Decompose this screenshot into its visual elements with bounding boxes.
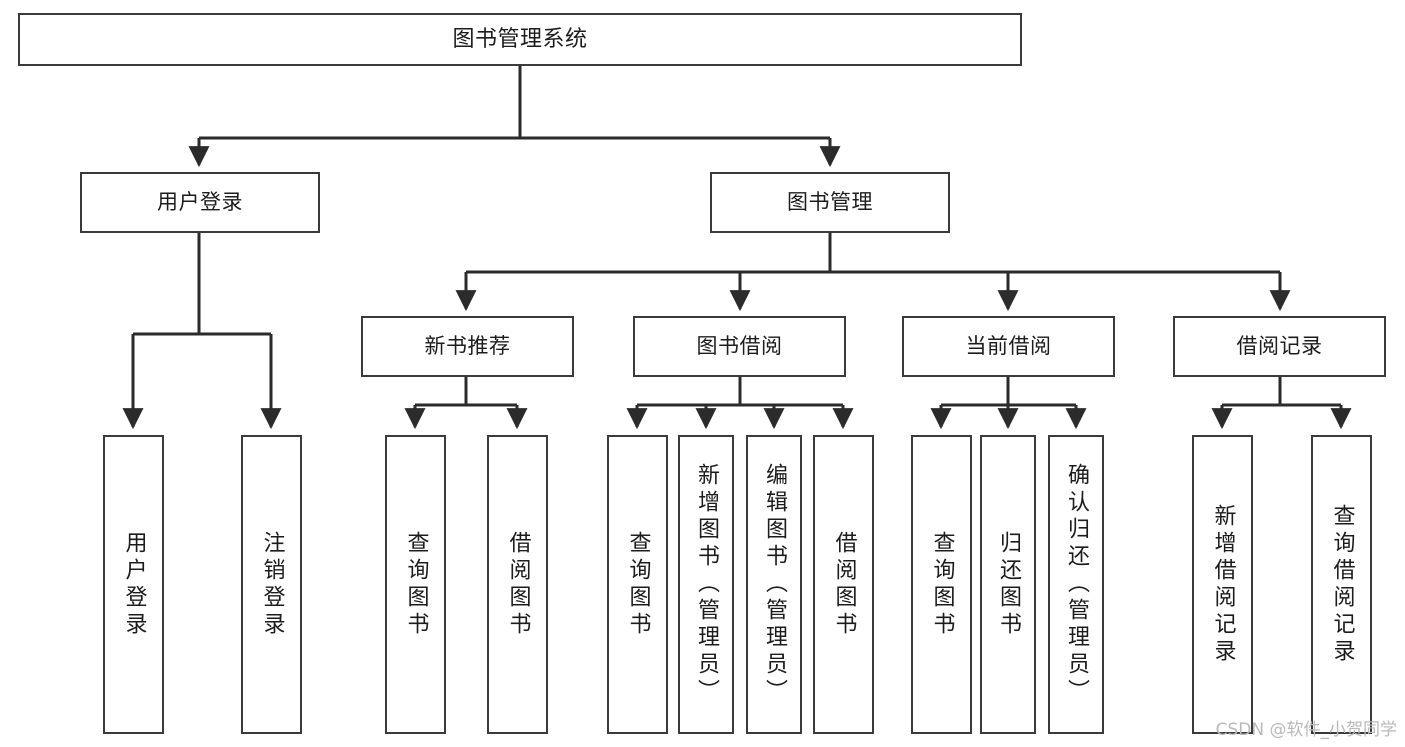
node-new-book-recommend[interactable]: 新书推荐 — [361, 316, 574, 377]
node-current-borrow[interactable]: 当前借阅 — [902, 316, 1115, 377]
node-leaf-user-login-label: 用户登录 — [121, 530, 147, 639]
node-leaf-query-record[interactable]: 查询借阅记录 — [1311, 435, 1372, 734]
node-leaf-return-book[interactable]: 归还图书 — [980, 435, 1036, 734]
node-leaf-borrow-book-1-label: 借阅图书 — [505, 530, 531, 639]
node-leaf-user-logout[interactable]: 注销登录 — [241, 435, 302, 734]
node-user-login[interactable]: 用户登录 — [80, 172, 320, 233]
node-leaf-borrow-book-1[interactable]: 借阅图书 — [487, 435, 548, 734]
node-leaf-add-book[interactable]: 新增图书（管理员） — [678, 435, 734, 734]
node-leaf-user-login[interactable]: 用户登录 — [103, 435, 164, 734]
node-current-borrow-label: 当前借阅 — [965, 334, 1052, 359]
node-leaf-query-book-2[interactable]: 查询图书 — [607, 435, 668, 734]
node-leaf-query-record-label: 查询借阅记录 — [1329, 503, 1355, 666]
node-leaf-query-book-2-label: 查询图书 — [625, 530, 651, 639]
node-leaf-add-record[interactable]: 新增借阅记录 — [1192, 435, 1253, 734]
node-leaf-query-book-1[interactable]: 查询图书 — [385, 435, 446, 734]
node-leaf-borrow-book-2[interactable]: 借阅图书 — [813, 435, 874, 734]
csdn-watermark: CSDN @软件_小贺同学 — [1215, 720, 1397, 740]
node-leaf-user-logout-label: 注销登录 — [259, 530, 285, 639]
node-leaf-query-book-3-label: 查询图书 — [929, 530, 955, 639]
node-leaf-query-book-1-label: 查询图书 — [403, 530, 429, 639]
node-book-borrow-label: 图书借阅 — [696, 334, 783, 359]
node-leaf-add-record-label: 新增借阅记录 — [1210, 503, 1236, 666]
node-leaf-query-book-3[interactable]: 查询图书 — [911, 435, 972, 734]
node-root[interactable]: 图书管理系统 — [18, 13, 1022, 66]
node-user-login-label: 用户登录 — [157, 190, 243, 215]
node-leaf-edit-book[interactable]: 编辑图书（管理员） — [746, 435, 802, 734]
node-leaf-confirm-return[interactable]: 确认归还（管理员） — [1048, 435, 1104, 734]
node-new-book-recommend-label: 新书推荐 — [424, 334, 511, 359]
node-leaf-borrow-book-2-label: 借阅图书 — [831, 530, 857, 639]
node-root-label: 图书管理系统 — [452, 26, 588, 52]
node-leaf-add-book-label: 新增图书（管理员） — [694, 463, 719, 706]
node-leaf-return-book-label: 归还图书 — [996, 530, 1021, 639]
node-leaf-confirm-return-label: 确认归还（管理员） — [1064, 463, 1089, 706]
node-leaf-edit-book-label: 编辑图书（管理员） — [762, 463, 787, 706]
node-book-borrow[interactable]: 图书借阅 — [633, 316, 846, 377]
node-borrow-record-label: 借阅记录 — [1236, 334, 1323, 359]
node-book-management-label: 图书管理 — [787, 190, 873, 215]
node-book-management[interactable]: 图书管理 — [710, 172, 950, 233]
node-borrow-record[interactable]: 借阅记录 — [1173, 316, 1386, 377]
